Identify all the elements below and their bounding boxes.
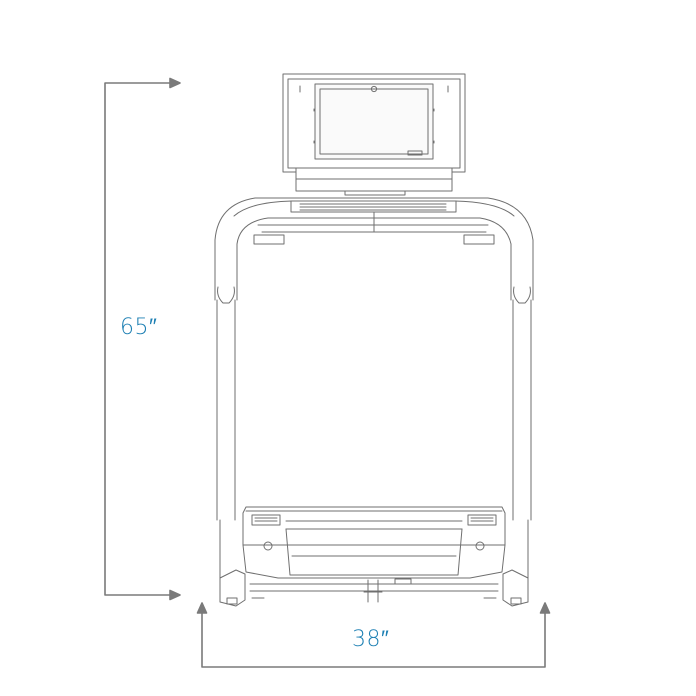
width-dimension-line: [196, 602, 551, 668]
deck: [242, 506, 506, 603]
touchscreen: [314, 83, 434, 160]
camera-icon: [370, 85, 378, 93]
height-dimension-line: [104, 77, 181, 601]
uprights: [216, 299, 532, 579]
width-dimension-label: 38″: [352, 627, 390, 652]
treadmill-outline: [214, 73, 534, 607]
handlebar-top: [214, 197, 534, 304]
leveling-knob-right: [475, 541, 485, 551]
height-dimension-label: 65″: [120, 315, 158, 340]
console: [282, 73, 466, 196]
base-feet: [219, 569, 529, 607]
leveling-knob-left: [263, 541, 273, 551]
